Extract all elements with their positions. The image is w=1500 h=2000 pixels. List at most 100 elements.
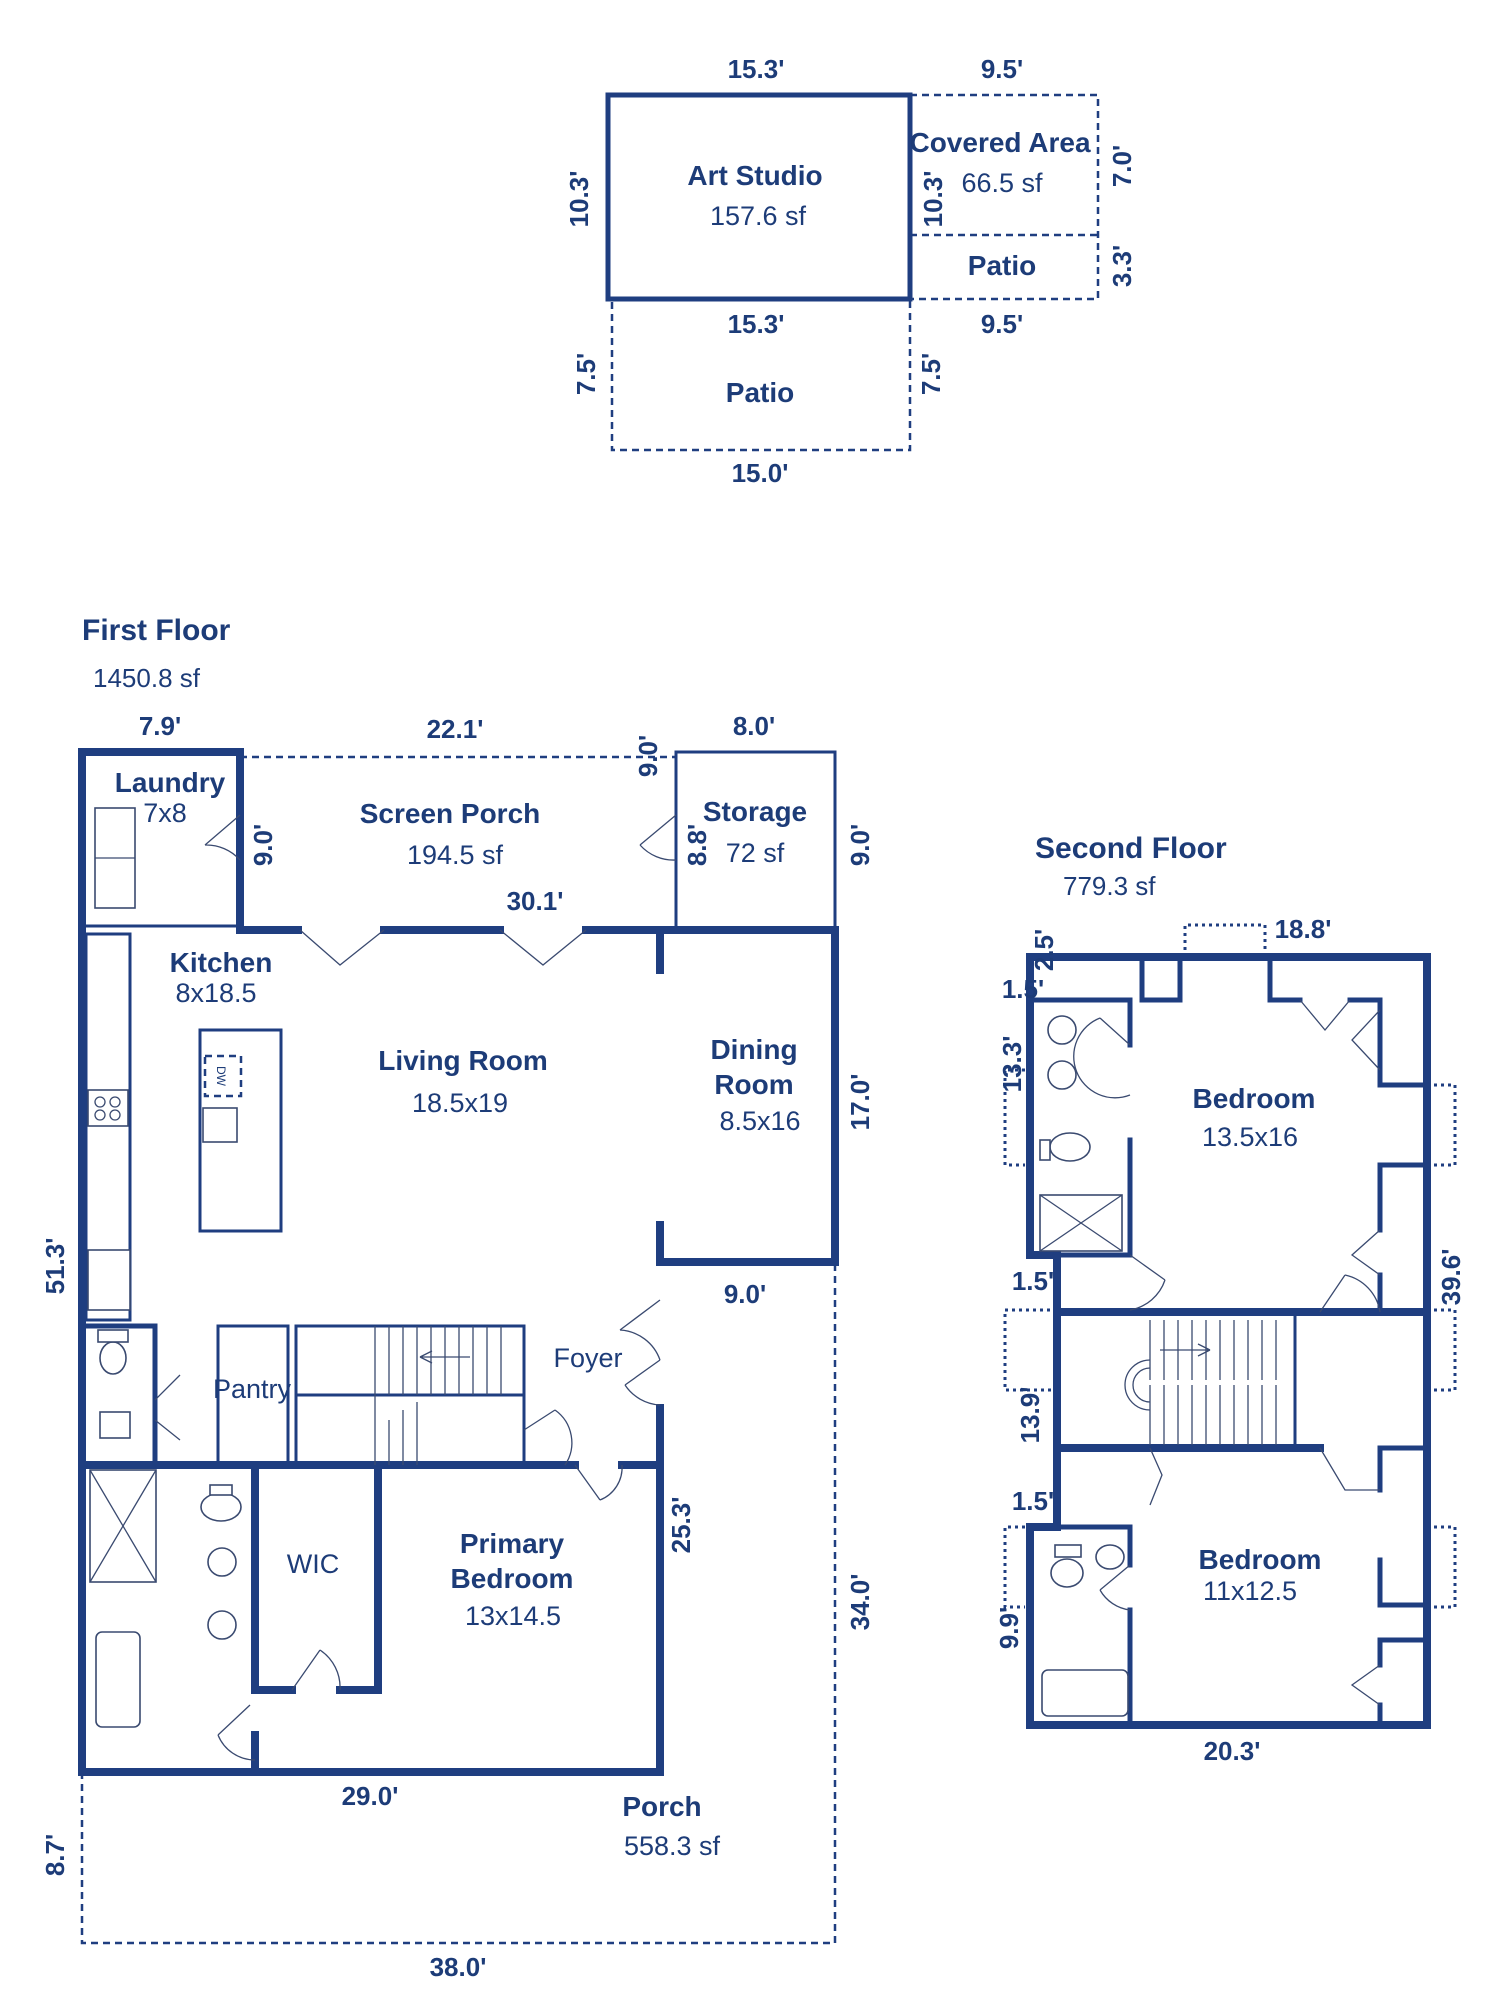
first-floor-doors — [154, 814, 677, 1761]
sf-dim-top-left-a: 2.5' — [1029, 929, 1059, 971]
studio-dim-right-lower: 3.3' — [1107, 245, 1137, 287]
dishwasher-tag: DW — [214, 1066, 228, 1087]
bay-right-upper — [1427, 1083, 1457, 1167]
studio-dim-right-upper: 7.0' — [1107, 145, 1137, 187]
covered-area-outline — [908, 93, 1100, 301]
first-floor-walls — [78, 748, 839, 1776]
storage-name: Storage — [703, 796, 807, 827]
second-floor-stairs — [1124, 1320, 1277, 1445]
detached-structure: Art Studio 157.6 sf Covered Area 66.5 sf… — [564, 54, 1137, 488]
foyer-name: Foyer — [553, 1343, 622, 1373]
dormer-top — [1183, 923, 1267, 957]
ff-dim-top-left: 7.9' — [139, 711, 181, 741]
porch-area: 558.3 sf — [624, 1831, 721, 1861]
vanity-sink-icon — [1095, 1544, 1125, 1570]
kitchen-size: 8x18.5 — [175, 978, 256, 1008]
first-floor-stairs — [374, 1326, 502, 1465]
second-floor: Second Floor 779.3 sf — [994, 832, 1466, 1766]
wic-name: WIC — [287, 1549, 339, 1579]
bay-right-stair — [1427, 1308, 1457, 1392]
screen-porch-area: 194.5 sf — [407, 840, 504, 870]
laundry-size: 7x8 — [143, 798, 187, 828]
sf-dim-bath-side: 13.3' — [997, 1036, 1027, 1093]
bay-left-lower — [1003, 1525, 1025, 1609]
second-floor-area: 779.3 sf — [1063, 871, 1156, 901]
second-floor-title: Second Floor — [1035, 832, 1227, 865]
kitchen-name: Kitchen — [170, 947, 273, 978]
sf-dim-mid-b: 1.5' — [1012, 1486, 1054, 1516]
bay-left-stair — [1003, 1308, 1057, 1392]
dining-room-name-line2: Room — [714, 1069, 793, 1100]
primary-bedroom-size: 13x14.5 — [465, 1601, 561, 1631]
bathtub-icon — [95, 1631, 141, 1728]
half-bath-sink-icon — [99, 1411, 131, 1439]
pantry-name: Pantry — [213, 1374, 292, 1404]
sf-dim-top: 18.8' — [1275, 914, 1332, 944]
art-studio-walls — [605, 92, 913, 302]
porch-name: Porch — [622, 1791, 701, 1822]
screen-porch-name: Screen Porch — [360, 798, 541, 829]
studio-dim-top-left: 15.3' — [728, 54, 785, 84]
vanity-sink-icon — [1047, 1015, 1077, 1045]
first-floor-fixtures: DW — [87, 807, 502, 1728]
sf-dim-lower-bath: 9.9' — [994, 1607, 1024, 1649]
ff-dim-porch-bottom: 38.0' — [430, 1952, 487, 1982]
bathtub-icon — [1041, 1669, 1129, 1717]
vanity-sink-icon — [207, 1610, 237, 1640]
studio-dim-inner: 10.3' — [918, 171, 948, 228]
patio-dim-bottom: 15.0' — [732, 458, 789, 488]
studio-dim-mid-right: 9.5' — [981, 309, 1023, 339]
first-floor: First Floor 1450.8 sf — [40, 614, 875, 1982]
patio-below-outline — [610, 297, 912, 452]
ff-dim-storage-side-b: 9.0' — [845, 824, 875, 866]
ff-dim-dining-side: 17.0' — [845, 1074, 875, 1131]
art-studio-area: 157.6 sf — [710, 201, 807, 231]
bedroom-b-name: Bedroom — [1199, 1544, 1322, 1575]
ff-dim-laundry-side: 9.0' — [248, 824, 278, 866]
dining-room-name-line1: Dining — [710, 1034, 797, 1065]
studio-dim-top-right: 9.5' — [981, 54, 1023, 84]
ff-dim-porch-inner: 30.1' — [507, 886, 564, 916]
sf-dim-right: 39.6' — [1436, 1249, 1466, 1306]
studio-dim-mid-left: 15.3' — [728, 309, 785, 339]
ff-dim-storage-side-a: 8.8' — [682, 824, 712, 866]
bay-right-lower — [1427, 1525, 1457, 1609]
dining-room-size: 8.5x16 — [719, 1106, 800, 1136]
patio-dim-right: 7.5' — [916, 353, 946, 395]
bedroom-a-size: 13.5x16 — [1202, 1122, 1298, 1152]
bedroom-a-name: Bedroom — [1193, 1083, 1316, 1114]
toilet-icon — [1050, 1558, 1084, 1588]
toilet-icon — [99, 1341, 127, 1375]
living-room-size: 18.5x19 — [412, 1088, 508, 1118]
patio-below-name: Patio — [726, 377, 794, 408]
storage-area: 72 sf — [726, 838, 785, 868]
second-floor-doors — [1073, 999, 1381, 1706]
porch-outline — [80, 1262, 837, 1945]
covered-area-area: 66.5 sf — [961, 168, 1043, 198]
laundry-name: Laundry — [115, 767, 226, 798]
ff-dim-top-mid: 22.1' — [427, 714, 484, 744]
ff-dim-left: 51.3' — [40, 1238, 70, 1295]
cooktop-icon — [87, 1089, 129, 1127]
second-floor-walls — [1026, 953, 1431, 1729]
bedroom-b-size: 11x12.5 — [1203, 1576, 1297, 1606]
primary-bedroom-name-line2: Bedroom — [451, 1563, 574, 1594]
toilet-icon — [1049, 1132, 1091, 1162]
patio-dim-left: 7.5' — [571, 353, 601, 395]
vanity-sink-icon — [1047, 1060, 1077, 1090]
ff-dim-porch-gap: 9.0' — [633, 735, 663, 777]
bay-left-upper — [1003, 1068, 1025, 1167]
ff-dim-dining-bottom: 9.0' — [724, 1279, 766, 1309]
sf-dim-stair-side: 13.9' — [1015, 1387, 1045, 1444]
ff-dim-porch-side: 34.0' — [845, 1574, 875, 1631]
kitchen-sink-icon — [202, 1107, 238, 1143]
second-floor-fixtures — [1039, 1015, 1277, 1717]
sf-dim-mid-a: 1.5' — [1012, 1266, 1054, 1296]
ff-dim-top-right: 8.0' — [733, 711, 775, 741]
sf-dim-bottom: 20.3' — [1204, 1736, 1261, 1766]
ff-dim-bedroom-side: 25.3' — [666, 1497, 696, 1554]
patio-right-name: Patio — [968, 250, 1036, 281]
living-room-name: Living Room — [378, 1045, 548, 1076]
covered-area-name: Covered Area — [909, 127, 1090, 158]
